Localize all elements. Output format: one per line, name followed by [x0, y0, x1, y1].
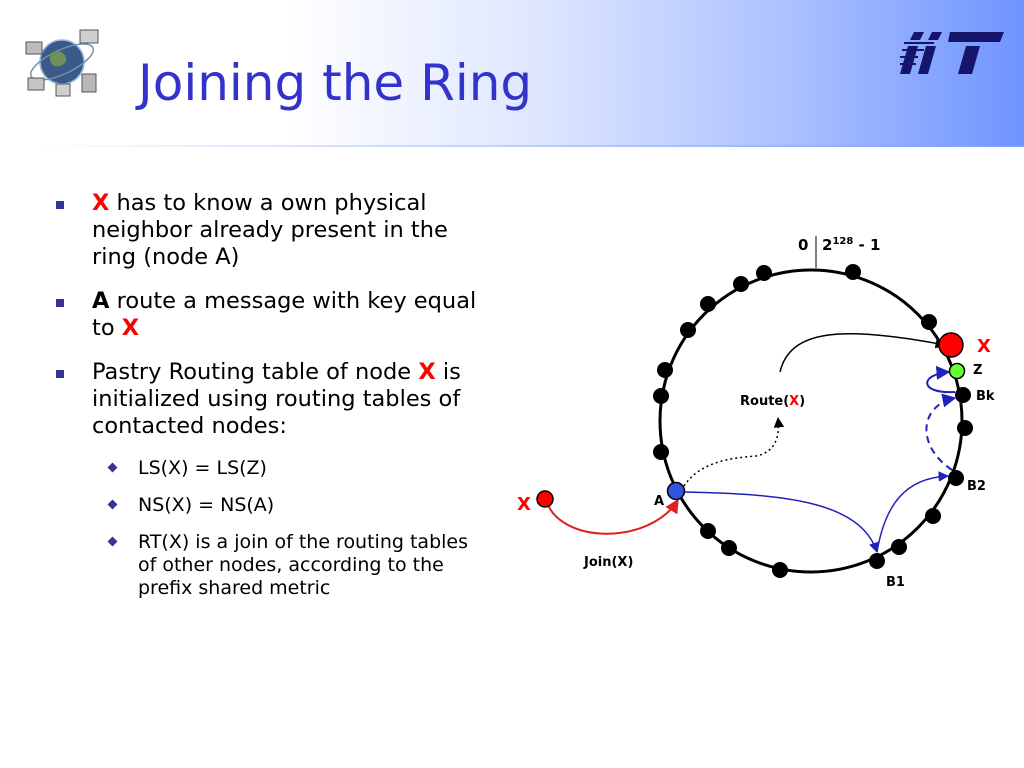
route-message-arrow — [779, 333, 947, 373]
header-band — [0, 0, 1024, 145]
ring-node — [756, 265, 772, 281]
ring-node — [925, 508, 941, 524]
label-z: Z — [973, 363, 982, 378]
ring-node — [657, 362, 673, 378]
keyword-x: X — [92, 190, 110, 216]
route-a-to-b1-arrow — [683, 491, 880, 553]
ring-node — [653, 388, 669, 404]
ring-node — [653, 444, 669, 460]
label-route-key: X — [789, 394, 799, 409]
ring-label-zero: 0 — [798, 236, 808, 254]
label-route: Route(X) — [740, 394, 805, 409]
label-b1: B1 — [886, 575, 905, 590]
ring-node — [957, 420, 973, 436]
iit-logo — [900, 32, 1004, 74]
label-bk: Bk — [976, 389, 995, 404]
bullet-item-route-message: A route a message with key equal to X — [52, 288, 492, 342]
ring-node — [733, 276, 749, 292]
label-x-ring: X — [977, 336, 991, 357]
sub-bullet-neighborhood-set: NS(X) = NS(A) — [52, 494, 492, 517]
label-route-text: Route( — [740, 394, 789, 409]
ring-label-max: 2128 - 1 — [822, 236, 880, 254]
node-a — [666, 481, 686, 501]
label-route-close: ) — [799, 394, 805, 409]
bullet-text: route a message with key equal to — [92, 288, 477, 341]
bullet-list: X has to know a own physical neighbor al… — [52, 190, 492, 614]
ring-node-bk — [955, 387, 971, 403]
bullet-item-routing-table: Pastry Routing table of node X is initia… — [52, 359, 492, 440]
new-node-in-ring — [938, 332, 964, 358]
ring-nodes — [653, 264, 973, 578]
globe-network-logo — [25, 29, 99, 97]
sub-bullet-text: RT(X) is a join of the routing tables of… — [138, 531, 468, 599]
label-x-new: X — [517, 494, 531, 515]
label-a: A — [654, 494, 664, 509]
route-dotted-path — [683, 416, 785, 487]
ring-node — [680, 322, 696, 338]
ring-node — [921, 314, 937, 330]
ring-label-max-exp: 128 — [832, 236, 853, 247]
bullet-text: has to know a own physical neighbor alre… — [92, 190, 448, 270]
square-bullet-icon — [56, 299, 64, 307]
label-b2: B2 — [967, 479, 986, 494]
ring-node — [721, 540, 737, 556]
ring-node — [772, 562, 788, 578]
square-bullet-icon — [56, 370, 64, 378]
ring-node — [700, 296, 716, 312]
ring-label-max-rest: - 1 — [853, 236, 880, 254]
bullet-text: Pastry Routing table of node — [92, 359, 419, 385]
ring-node — [845, 264, 861, 280]
bullet-item-physical-neighbor: X has to know a own physical neighbor al… — [52, 190, 492, 271]
ring-node — [891, 539, 907, 555]
keyword-x: X — [418, 359, 436, 385]
route-b1-to-b2-arrow — [876, 471, 950, 553]
ring-label-max-base: 2 — [822, 236, 832, 254]
sub-bullet-routing-table: RT(X) is a join of the routing tables of… — [52, 531, 492, 600]
route-b2-to-bk-dashed-arrow — [925, 393, 957, 471]
slide-title: Joining the Ring — [138, 54, 533, 112]
new-node-outside — [536, 490, 554, 508]
bullet-text: is initialized using routing tables of c… — [92, 359, 461, 439]
node-z — [948, 362, 966, 380]
keyword-x: X — [121, 315, 140, 341]
ring-node-b1 — [869, 553, 885, 569]
ring-node-b2 — [948, 470, 964, 486]
label-join: Join(X) — [583, 555, 633, 570]
header-divider — [34, 145, 1024, 147]
square-bullet-icon — [56, 201, 64, 209]
sub-bullet-text: NS(X) = NS(A) — [138, 494, 275, 516]
keyword-a: A — [92, 288, 110, 314]
join-request-arrow — [545, 498, 679, 535]
sub-bullet-text: LS(X) = LS(Z) — [138, 457, 267, 479]
ring-node — [700, 523, 716, 539]
sub-bullet-leaf-set: LS(X) = LS(Z) — [52, 457, 492, 480]
route-bk-to-z-arrow — [926, 365, 956, 394]
